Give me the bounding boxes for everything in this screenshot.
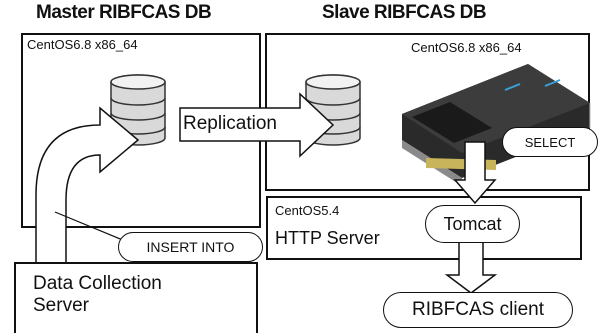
data-collection-server-line1: Data Collection [33, 273, 162, 294]
select-label: SELECT [502, 127, 598, 157]
data-collection-server-line2: Server [33, 295, 89, 316]
client-flow-arrow [444, 239, 498, 294]
slave-title: Slave RIBFCAS DB [322, 2, 487, 23]
http-os-label: CentOS5.4 [275, 203, 340, 218]
slave-os-label: CentOS6.8 x86_64 [411, 40, 522, 55]
replication-arrow [179, 92, 335, 158]
insert-into-label: INSERT INTO [118, 232, 263, 262]
tomcat-label: Tomcat [425, 205, 520, 243]
master-database-icon [110, 74, 166, 146]
select-flow-arrow [453, 141, 497, 205]
replication-label: Replication [183, 113, 277, 134]
insert-callout-line [54, 211, 131, 244]
gpu-card-icon [402, 64, 591, 186]
master-title: Master RIBFCAS DB [36, 2, 212, 23]
http-server-box [266, 196, 582, 260]
data-collection-server-box [14, 262, 258, 333]
http-server-label: HTTP Server [275, 228, 380, 248]
ribfcas-client-label: RIBFCAS client [383, 292, 573, 328]
insert-flow-arrow [35, 106, 140, 269]
master-os-label: CentOS6.8 x86_64 [27, 37, 138, 52]
